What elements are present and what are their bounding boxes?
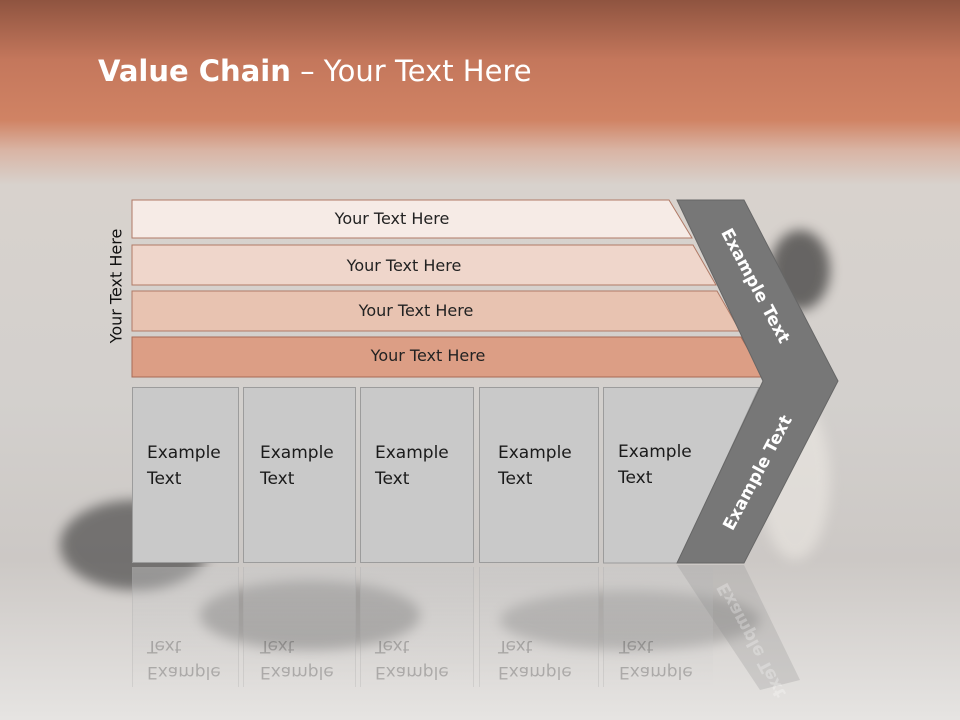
- box-line-1: Example: [260, 443, 334, 463]
- box-line-2: Text: [260, 469, 295, 489]
- box-line-2: Text: [618, 468, 653, 488]
- value-bar-3[interactable]: Your Text Here: [131, 290, 741, 332]
- title-bold: Value Chain: [98, 54, 291, 88]
- bar-label: Your Text Here: [334, 209, 450, 228]
- box-line-1: Example: [618, 442, 692, 462]
- value-bar-1[interactable]: Your Text Here: [131, 199, 693, 239]
- value-bar-2[interactable]: Your Text Here: [131, 244, 717, 286]
- background-photo-legs-right: [500, 590, 760, 650]
- box-line-1: Example: [498, 443, 572, 463]
- bar-label: Your Text Here: [370, 346, 486, 365]
- box-line-2: Text: [498, 469, 533, 489]
- box-line-1: Example: [147, 443, 221, 463]
- background-photo-legs: [200, 580, 420, 650]
- box-line-1: Example: [375, 443, 449, 463]
- value-bar-4[interactable]: Your Text Here: [131, 336, 765, 378]
- slide-title: Value Chain – Your Text Here: [98, 54, 532, 88]
- title-rest: – Your Text Here: [290, 54, 532, 88]
- bar-shape: [131, 244, 717, 286]
- bar-label: Your Text Here: [346, 256, 462, 275]
- bar-label: Your Text Here: [358, 301, 474, 320]
- chevron-reflection: [677, 565, 800, 690]
- bar-shape: [131, 199, 693, 239]
- chevron-shape: [676, 199, 839, 564]
- box-line-2: Text: [375, 469, 410, 489]
- box-line-2: Text: [147, 469, 182, 489]
